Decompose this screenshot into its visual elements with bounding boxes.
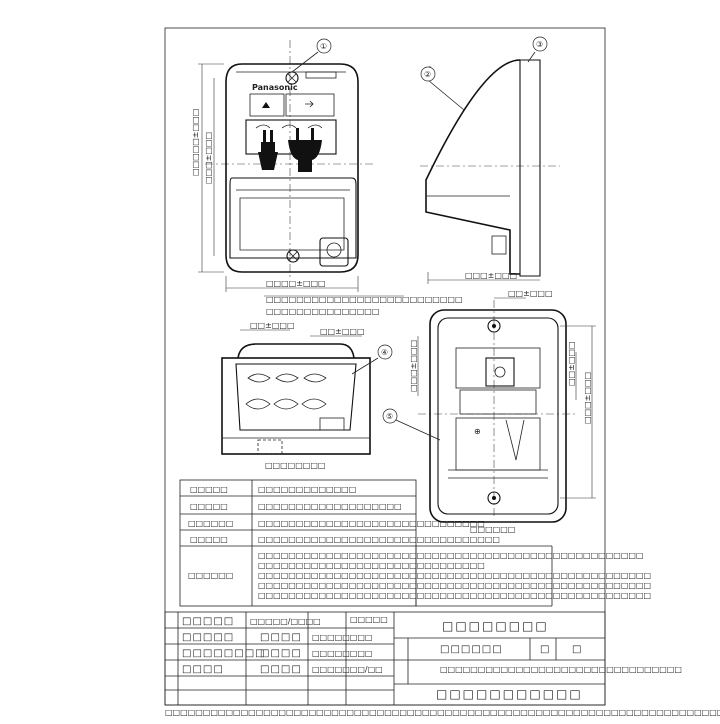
tb-row-2-label: □□□□□ bbox=[182, 632, 234, 643]
bottom-handle bbox=[237, 343, 355, 359]
svg-text:⊕: ⊕ bbox=[474, 427, 481, 436]
dim-bottom-right: □□±□□□ bbox=[320, 327, 365, 336]
bottom-notes-line2: □□□□□□□□□□□□□□□ bbox=[266, 307, 379, 316]
dim-back-left: □□□±□□□ bbox=[409, 340, 418, 392]
title-block: □□□□□ □□□□□/□□□□ □□□□□ □□□□ □□□□□□□□ □□□… bbox=[164, 611, 682, 706]
socket-panel bbox=[245, 119, 337, 155]
arrow-icon bbox=[305, 100, 314, 108]
dim-front-height-outer: □□□□□±□□□ bbox=[191, 109, 200, 176]
tb-row-1-code: □□□□□/□□□□ bbox=[250, 617, 321, 626]
dim-bottom-left: □□±□□□ bbox=[250, 321, 295, 330]
spec-row-3-value: □□□□□□□□□□□□□□□□□□□□□□□□□□□□□□ bbox=[258, 519, 485, 528]
svg-text:④: ④ bbox=[381, 348, 388, 357]
back-view-label: □□□□□□ bbox=[470, 525, 515, 534]
brand-label: Panasonic bbox=[252, 83, 298, 92]
tb-row-2-code: □□□□ bbox=[260, 632, 302, 643]
terminal-block bbox=[455, 347, 541, 389]
spec-table: □□□□□ □□□□□□□□□□□□□ □□□□□ □□□□□□□□□□□□□□… bbox=[179, 479, 651, 607]
dim-side-depth: □□□±□□□ bbox=[465, 271, 517, 280]
dim-front-width: □□□□±□□□ bbox=[266, 279, 326, 288]
drawing-title: □□□□□□□□ bbox=[442, 619, 549, 633]
spec-row-2-value: □□□□□□□□□□□□□□□□□□□ bbox=[258, 502, 402, 511]
svg-text:③: ③ bbox=[536, 40, 543, 49]
svg-text:②: ② bbox=[424, 70, 431, 79]
side-screw-boss bbox=[491, 235, 507, 255]
title-description: □□□□□□□□□□□□□□□□□□□□□□□□□□□□□□□□ bbox=[440, 665, 682, 674]
front-body-outline bbox=[225, 63, 359, 273]
svg-text:⑤: ⑤ bbox=[386, 412, 393, 421]
spec-row-1-value: □□□□□□□□□□□□□ bbox=[258, 485, 356, 494]
bottom-view-label: □□□□□□□□ bbox=[265, 461, 325, 470]
front-view: Panasonic bbox=[191, 38, 375, 292]
dim-back-right-full: □□□±□□□ bbox=[583, 372, 592, 424]
sheet-border bbox=[164, 27, 606, 706]
spec-row-5-line-3: □□□□□□□□□□□□□□□□□□□□□□□□□□□□□□□□□□□□□□□□… bbox=[258, 571, 651, 580]
footer-note: □□□□□□□□□□□□□□□□□□□□□□□□□□□□□□□□□□□□□□□□… bbox=[165, 708, 720, 717]
plug-left-icon bbox=[258, 130, 278, 170]
spec-row-5-line-1: □□□□□□□□□□□□□□□□□□□□□□□□□□□□□□□□□□□□□□□□… bbox=[258, 551, 644, 560]
plug-right-icon bbox=[288, 128, 322, 172]
rating-label-panel bbox=[305, 71, 337, 79]
tb-row-2-date: □□□□□□□□ bbox=[312, 633, 372, 642]
bottom-body bbox=[221, 357, 371, 455]
callout-2 bbox=[420, 66, 436, 82]
tb-row-4-date: □□□□□□□/□□ bbox=[312, 665, 383, 674]
callout-4 bbox=[377, 344, 393, 360]
bottom-view: □□□□□□□□□□□□□□□□□□□□□□□□□□ □□□□□□□□□□□□□… bbox=[221, 295, 463, 470]
tb-row-1-label: □□□□□ bbox=[182, 616, 234, 627]
tb-row-3-label: □□□□□□□□ bbox=[182, 648, 266, 659]
socket-array bbox=[245, 373, 327, 410]
tb-row-3-date: □□□□□□□□ bbox=[312, 649, 372, 658]
side-profile bbox=[425, 59, 521, 275]
dim-back-right-upper: □□±□□□ bbox=[567, 342, 576, 387]
model-number: □□□□□□ bbox=[440, 644, 503, 655]
callout-1 bbox=[316, 38, 332, 54]
outlet-label-left bbox=[249, 93, 285, 117]
spec-row-5-line-2: □□□□□□□□□□□□□□□□□□□□□□□□□□□□□□ bbox=[258, 561, 485, 570]
back-plate-outline bbox=[429, 309, 567, 523]
bottom-notes-line1: □□□□□□□□□□□□□□□□□□□□□□□□□□ bbox=[266, 295, 463, 304]
dim-front-height-inner: □□□±□□□ bbox=[204, 132, 213, 184]
dim-back-top: □□±□□□ bbox=[508, 289, 553, 298]
ground-icon bbox=[326, 242, 342, 258]
company-name: □□□□□□□□□□□ bbox=[436, 687, 583, 701]
tb-row-3-code: □□□□ bbox=[260, 648, 302, 659]
spec-row-4-label: □□□□□ bbox=[190, 535, 228, 544]
tb-row-4-code: □□□□ bbox=[260, 664, 302, 675]
spec-row-1-label: □□□□□ bbox=[190, 485, 228, 494]
sheet-code: □ bbox=[540, 644, 550, 655]
spec-row-2-label: □□□□□ bbox=[190, 502, 228, 511]
spec-row-5-line-5: □□□□□□□□□□□□□□□□□□□□□□□□□□□□□□□□□□□□□□□□… bbox=[258, 591, 651, 600]
side-view: □□□±□□□ ② ③ bbox=[420, 36, 560, 284]
bottom-screw-icon bbox=[286, 249, 300, 263]
side-base-plate bbox=[519, 59, 541, 277]
callout-3 bbox=[532, 36, 548, 52]
lower-cover bbox=[229, 177, 357, 259]
tb-row-4-label: □□□□ bbox=[182, 664, 224, 675]
sheet-count: □ bbox=[572, 644, 582, 655]
bottom-ground-terminal bbox=[319, 417, 345, 431]
tb-revision-mark: □□□□□ bbox=[350, 615, 388, 624]
spec-row-5-line-4: □□□□□□□□□□□□□□□□□□□□□□□□□□□□□□□□□□□□□□□□… bbox=[258, 581, 651, 590]
spec-row-5-label: □□□□□□ bbox=[188, 571, 233, 580]
drop-icon bbox=[262, 102, 270, 108]
svg-text:①: ① bbox=[320, 42, 327, 51]
outlet-label-right bbox=[285, 93, 335, 117]
spec-row-3-label: □□□□□□ bbox=[188, 519, 233, 528]
callout-5 bbox=[382, 408, 398, 424]
back-top-screw-icon bbox=[487, 319, 501, 333]
back-bottom-screw-icon bbox=[487, 491, 501, 505]
ground-terminal bbox=[319, 237, 349, 267]
back-view: □□±□□□ ⊕ □□±□□□ □□□±□□□ □□□±□□□ □□□□□□ ⑤ bbox=[382, 289, 596, 534]
spec-row-4-value: □□□□□□□□□□□□□□□□□□□□□□□□□□□□□□□□ bbox=[258, 535, 500, 544]
